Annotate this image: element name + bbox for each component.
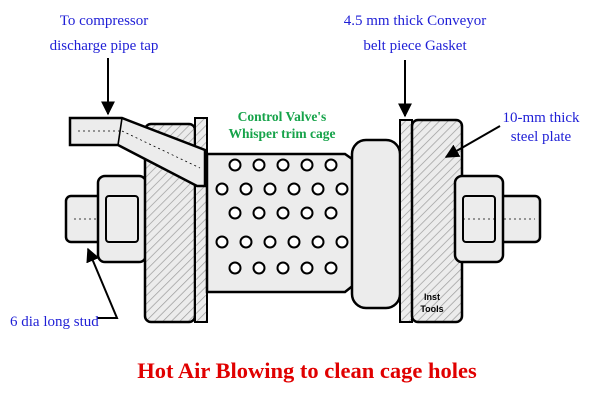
cage-hole	[239, 182, 253, 196]
cage-hole	[300, 261, 314, 275]
cage-hole	[300, 206, 314, 220]
cage-hole	[335, 235, 349, 249]
steel-plate-label-line2: steel plate	[511, 129, 572, 145]
cage-hole	[311, 182, 325, 196]
cage-hole	[215, 182, 229, 196]
cage-hole	[276, 158, 290, 172]
gasket-label-line1: 4.5 mm thick Conveyor	[344, 13, 487, 29]
cage-hole	[287, 182, 301, 196]
cage-hole	[335, 182, 349, 196]
cage-hole	[263, 235, 277, 249]
cage-hole	[276, 206, 290, 220]
cage-hole	[228, 206, 242, 220]
left-hex-nut	[96, 174, 148, 264]
compressor-pipe-tap	[68, 116, 207, 188]
cage-hole	[324, 261, 338, 275]
diagram-title: Hot Air Blowing to clean cage holes	[137, 358, 477, 383]
cage-hole	[228, 261, 242, 275]
steel-plate-label-line1: 10-mm thick	[502, 110, 580, 126]
cage-hole	[228, 158, 242, 172]
cage-hole	[324, 206, 338, 220]
cage-hole	[311, 235, 325, 249]
cage-hole	[215, 235, 229, 249]
arrow-steel-plate	[444, 125, 501, 158]
stud-label: 6 dia long stud	[10, 314, 99, 330]
cage-hole	[300, 158, 314, 172]
cage-hole	[252, 158, 266, 172]
trim-cage-label-line2: Whisper trim cage	[229, 126, 336, 141]
cage-hole	[324, 158, 338, 172]
arrow-stud	[86, 247, 119, 319]
cage-hole	[252, 206, 266, 220]
cage-holes	[215, 158, 349, 275]
right-gasket	[399, 119, 413, 323]
gasket-label-line2: belt piece Gasket	[363, 38, 467, 54]
compressor-tap-label-line1: To compressor	[60, 13, 149, 29]
cage-flange	[350, 138, 402, 310]
cage-hole	[276, 261, 290, 275]
cage-hole	[263, 182, 277, 196]
cage-hole	[252, 261, 266, 275]
watermark-line2: Tools	[420, 304, 443, 314]
cage-hole	[287, 235, 301, 249]
right-hex-nut	[453, 174, 505, 264]
watermark-line1: Inst	[424, 292, 440, 302]
compressor-tap-label-line2: discharge pipe tap	[50, 38, 159, 54]
trim-cage-label-line1: Control Valve's	[238, 109, 327, 124]
cage-hole	[239, 235, 253, 249]
